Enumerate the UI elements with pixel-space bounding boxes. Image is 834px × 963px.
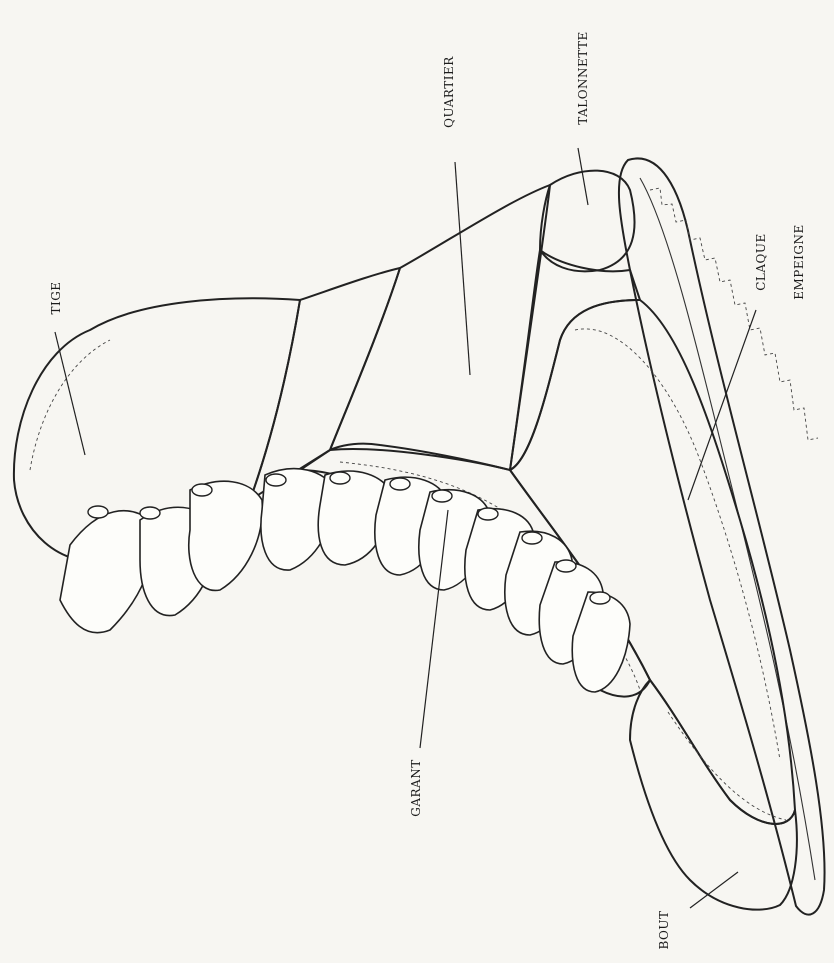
collar-band (250, 268, 400, 500)
label-empeigne: EMPEIGNE (792, 224, 806, 299)
leader-bout (690, 872, 738, 908)
label-garant: GARANT (409, 759, 423, 816)
laces (60, 469, 630, 692)
label-talonnette: TALONNETTE (576, 31, 590, 125)
label-quartier: QUARTIER (442, 56, 456, 128)
mid-band (510, 250, 640, 470)
label-bout: BOUT (657, 911, 671, 950)
label-claque: CLAQUE (754, 233, 768, 291)
leader-tige (55, 332, 85, 455)
label-tige: TIGE (49, 281, 63, 314)
leader-talonnette (578, 148, 588, 205)
leader-quartier (455, 162, 470, 375)
